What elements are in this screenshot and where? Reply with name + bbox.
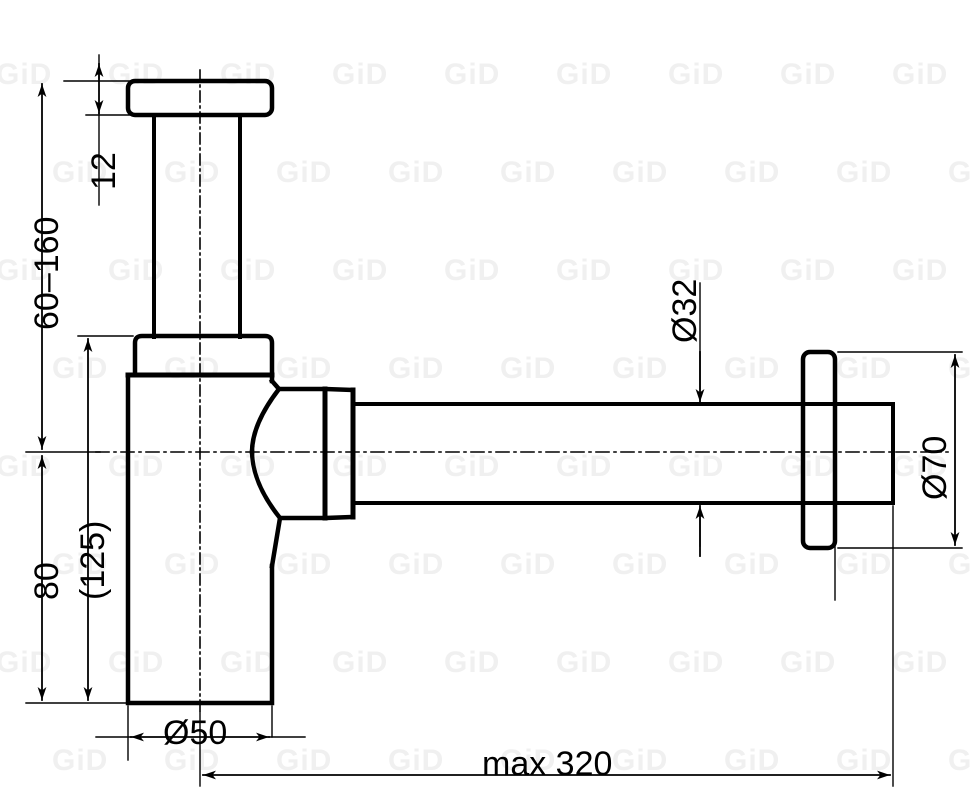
wall-flange-outline <box>800 349 838 551</box>
trap-body-upper-ring <box>132 333 275 378</box>
elbow-lower-curve <box>249 449 283 569</box>
elbow-upper-curve <box>249 377 282 455</box>
collar-caps <box>322 386 356 521</box>
tailpipe-outline <box>152 113 242 339</box>
collar-outline <box>322 386 356 521</box>
